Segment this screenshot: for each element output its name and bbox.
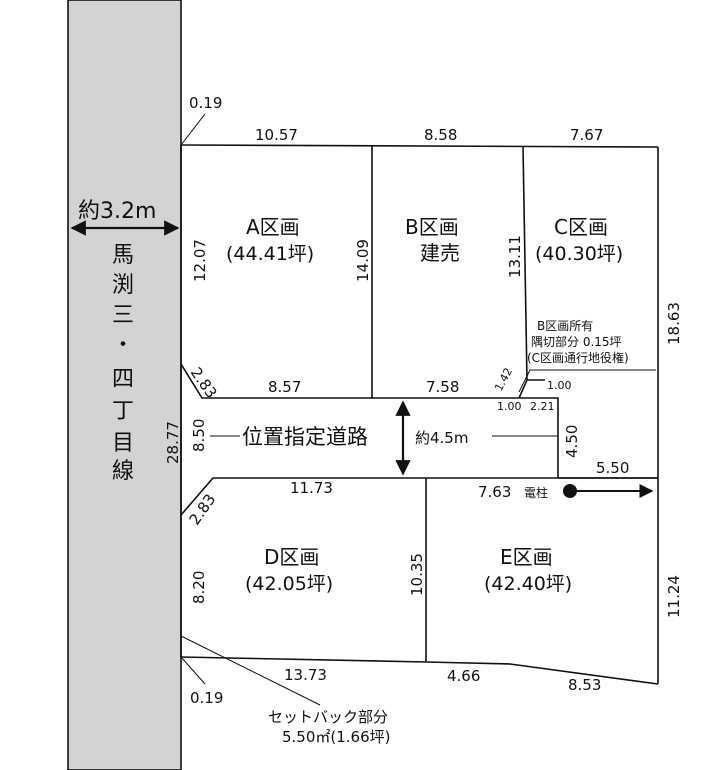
pole-label: 電柱: [524, 485, 548, 500]
svg-text:三: 三: [112, 303, 134, 328]
dimensions-horizontal: 0.19 10.57 8.58 7.67 8.57 7.58 1.00 1.00…: [189, 94, 603, 707]
dim-road-right: 4.50: [563, 425, 581, 458]
corner-note-leader: [518, 369, 656, 393]
dim-a-b: 14.09: [354, 239, 372, 282]
dim-corner-top: 0.19: [189, 94, 222, 112]
lot-b-name: B区画: [405, 215, 459, 239]
svg-text:渕: 渕: [112, 273, 134, 298]
dim-c-right: 18.63: [665, 302, 683, 345]
dim-cut-c1: 1.00: [547, 379, 572, 392]
pole-distance: 7.63: [478, 483, 511, 501]
corner-note-line1: B区画所有: [537, 319, 593, 333]
dim-d-top: 11.73: [290, 479, 333, 497]
dim-cut-d: 2.83: [186, 491, 220, 529]
corner-note-line3: (C区画通行地役権): [527, 350, 629, 365]
dim-top-c: 7.67: [570, 126, 603, 144]
side-road-name: 馬 渕 三 ・ 四 丁 目 線: [112, 243, 134, 484]
setback-area: 5.50㎡(1.66坪): [282, 728, 391, 746]
dim-bottom-e2: 8.53: [568, 676, 601, 694]
svg-text:丁: 丁: [112, 399, 134, 424]
dim-corner-bottom: 0.19: [190, 689, 223, 707]
dim-d-e: 10.35: [408, 553, 426, 596]
side-road: [67, 0, 182, 770]
svg-text:線: 線: [112, 459, 134, 484]
dim-c-bottom: 2.21: [530, 400, 555, 413]
dim-bottom-e1: 4.66: [447, 667, 480, 685]
dim-road-left: 8.50: [190, 419, 208, 452]
lot-e-area: (42.40坪): [484, 573, 572, 595]
svg-text:目: 目: [112, 431, 134, 456]
lot-e-name: E区画: [500, 545, 553, 569]
lot-b-note: 建売: [420, 241, 460, 265]
dim-d-left: 8.20: [190, 571, 208, 604]
corner-note-line2: 隅切部分 0.15坪: [531, 334, 622, 349]
lot-c-name: C区画: [554, 215, 608, 239]
road-label: 位置指定道路: [242, 425, 368, 449]
lot-d-name: D区画: [264, 545, 319, 569]
dim-e-right: 11.24: [665, 575, 683, 618]
svg-text:四: 四: [112, 367, 134, 392]
side-road-width-label: 約3.2m: [78, 199, 156, 224]
svg-text:・: ・: [112, 333, 134, 358]
road-width: 約4.5m: [415, 429, 468, 447]
pole-offset: 5.50: [596, 459, 629, 477]
dim-bottom-d: 13.73: [284, 666, 327, 684]
setback-title: セットバック部分: [268, 708, 388, 726]
dim-cut-c2: 1.00: [497, 400, 522, 413]
lot-c-area: (40.30坪): [535, 243, 623, 265]
svg-text:馬: 馬: [112, 243, 134, 268]
pole-icon: [563, 484, 577, 498]
dim-b-bottom: 7.58: [426, 378, 459, 396]
dim-top-a: 10.57: [255, 126, 298, 144]
lot-boundaries: [180, 113, 659, 706]
dim-top-b: 8.58: [424, 126, 457, 144]
lot-a-name: A区画: [246, 215, 300, 239]
lot-a-area: (44.41坪): [226, 243, 314, 265]
dim-a-left: 12.07: [191, 239, 209, 282]
lot-d-area: (42.05坪): [245, 573, 333, 595]
dim-total-left: 28.77: [164, 421, 182, 464]
dim-cut-b: 1.42: [492, 366, 515, 394]
dim-a-bottom: 8.57: [268, 378, 301, 396]
dim-b-c: 13.11: [506, 235, 524, 278]
